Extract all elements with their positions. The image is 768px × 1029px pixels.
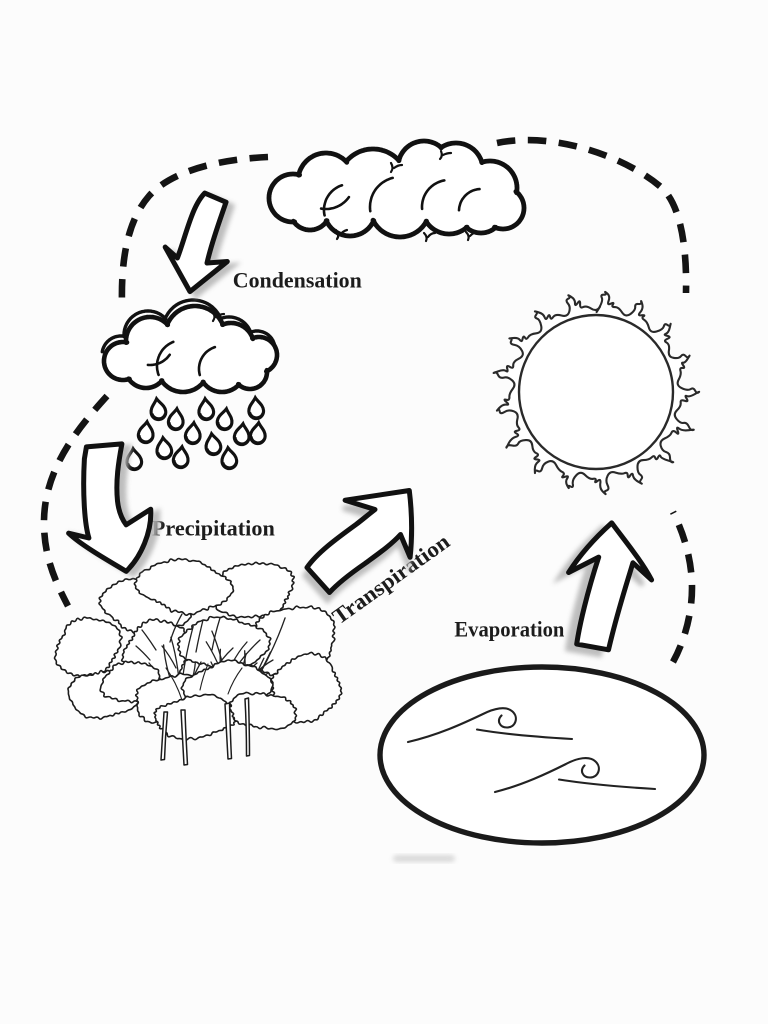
svg-text:Precipitation: Precipitation	[152, 515, 275, 540]
svg-text:Evaporation: Evaporation	[454, 617, 564, 642]
svg-text:Condensation: Condensation	[233, 268, 362, 293]
